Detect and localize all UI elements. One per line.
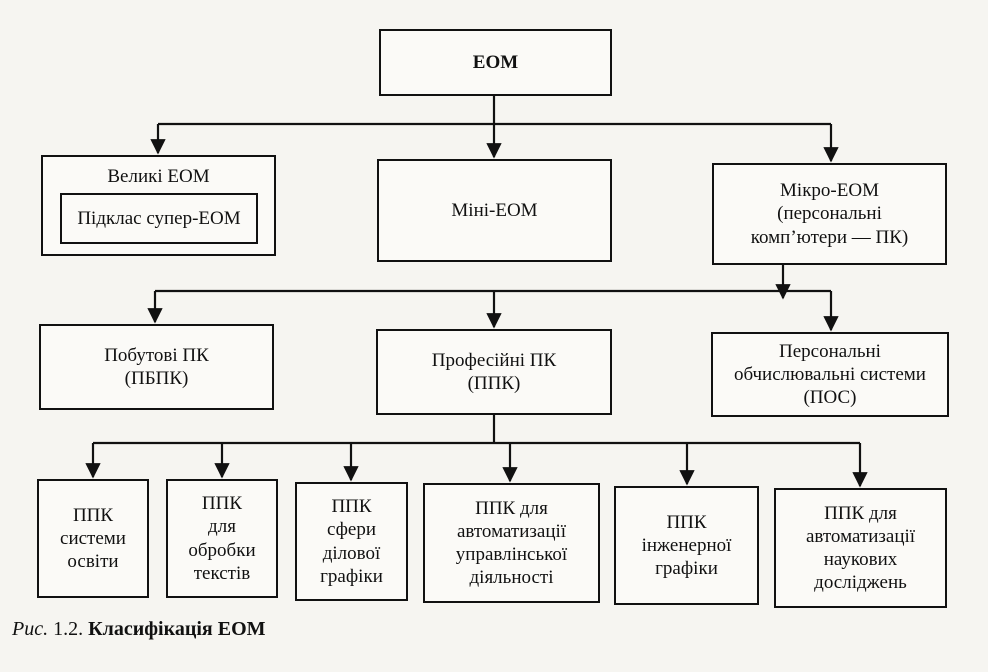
node-education: ППК системи освіти — [37, 479, 149, 598]
figure-caption: Рис. 1.2. Класифікація ЕОМ — [12, 618, 266, 641]
node-mini: Міні-ЕОМ — [377, 159, 612, 262]
node-root: ЕОМ — [379, 29, 612, 96]
node-research: ППК для автоматизації наукових досліджен… — [774, 488, 947, 608]
node-pos: Персональні обчислювальні системи (ПОС) — [711, 332, 949, 417]
node-micro: Мікро-ЕОМ (персональні комп’ютери — ПК) — [712, 163, 947, 265]
node-management: ППК для автоматизації управлінської діял… — [423, 483, 600, 603]
node-household: Побутові ПК (ПБПК) — [39, 324, 274, 410]
caption-title: Класифікація ЕОМ — [88, 618, 266, 640]
node-super: Підклас супер-ЕОМ — [60, 193, 258, 244]
node-text-processing: ППК для обробки текстів — [166, 479, 278, 598]
node-large-label: Великі ЕОМ — [107, 166, 210, 187]
node-professional: Професійні ПК (ППК) — [376, 329, 612, 415]
node-large: Великі ЕОМ — [41, 155, 276, 256]
node-engineering: ППК інженерної графіки — [614, 486, 759, 605]
node-business-graphics: ППК сфери ділової графіки — [295, 482, 408, 601]
caption-number: 1.2. — [53, 618, 84, 640]
caption-prefix: Рис. — [12, 618, 49, 640]
